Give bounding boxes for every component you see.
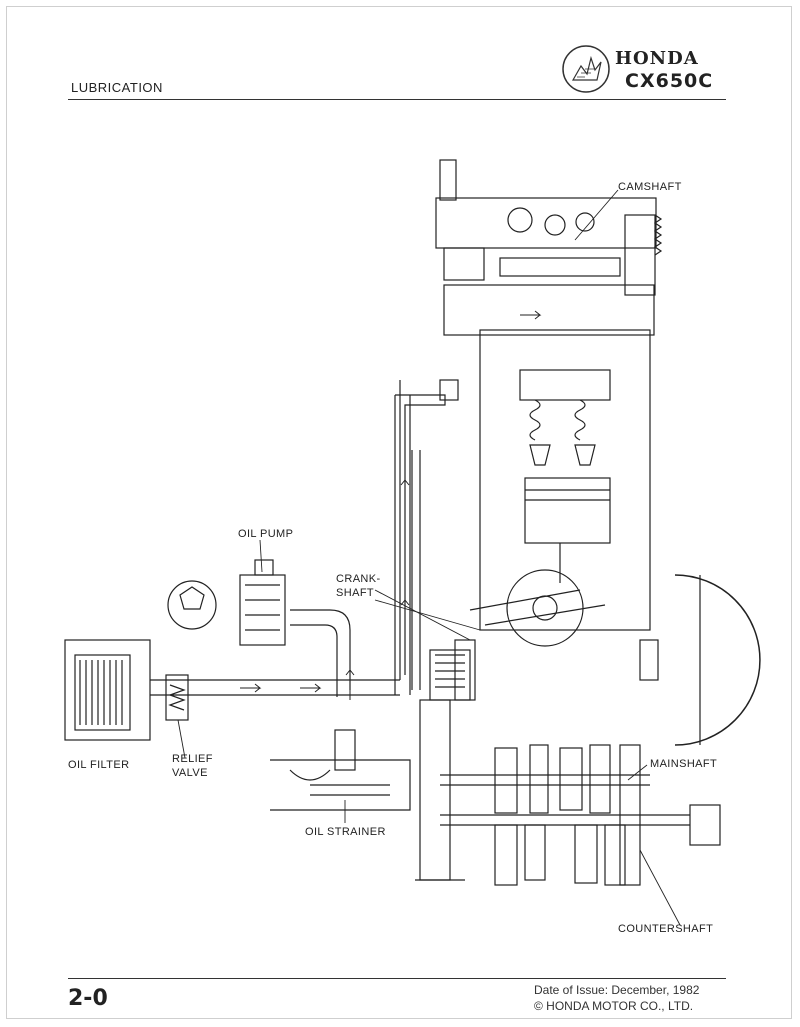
label-mainshaft: MAINSHAFT xyxy=(650,758,717,770)
oil-pan xyxy=(270,729,411,811)
label-oil-strainer: OIL STRAINER xyxy=(305,826,386,838)
copyright: © HONDA MOTOR CO., LTD. xyxy=(534,999,694,1013)
issue-date: Date of Issue: December, 1982 xyxy=(534,983,700,997)
label-relief-valve-2: VALVE xyxy=(172,767,208,779)
leader-lines xyxy=(177,189,681,926)
label-oil-pump: OIL PUMP xyxy=(238,528,293,540)
relief-valve xyxy=(165,674,189,721)
transmission xyxy=(440,744,721,886)
cylinder-head xyxy=(435,159,663,336)
page-border xyxy=(6,6,792,1019)
label-crankshaft: CRANK- xyxy=(336,573,381,585)
page-number: 2-0 xyxy=(68,986,108,1011)
brand-name: HONDA xyxy=(615,48,699,69)
label-countershaft: COUNTERSHAFT xyxy=(618,923,713,935)
oil-flow-arrows xyxy=(240,310,542,700)
label-relief-valve: RELIEF xyxy=(172,753,213,765)
header-rule xyxy=(68,99,726,100)
oil-pump xyxy=(167,559,351,697)
label-camshaft: CAMSHAFT xyxy=(618,181,682,193)
crankcase xyxy=(394,379,761,881)
honda-wing-logo-icon xyxy=(562,45,610,93)
label-oil-filter: OIL FILTER xyxy=(68,759,129,771)
footer-rule xyxy=(68,978,726,979)
model-name: CX650C xyxy=(625,70,714,92)
label-crankshaft-2: SHAFT xyxy=(336,587,374,599)
section-title: LUBRICATION xyxy=(71,80,163,95)
oil-filter xyxy=(64,380,411,741)
cylinder-block xyxy=(479,329,651,647)
